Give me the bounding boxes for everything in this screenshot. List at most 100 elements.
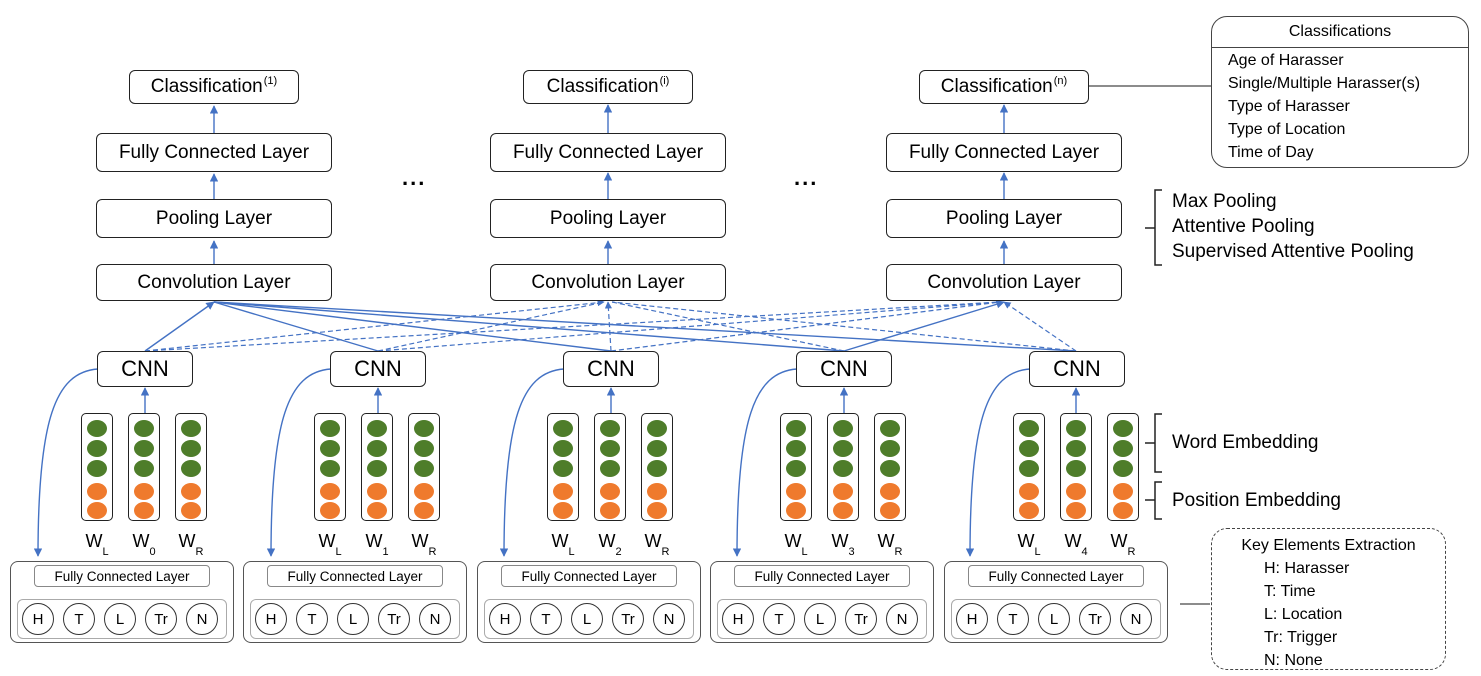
- position-embedding-dot: [786, 483, 806, 500]
- key-element-item: L: Location: [1264, 606, 1343, 623]
- word-embedding-dot: [87, 460, 107, 477]
- key-elements-panel-title: Key Elements Extraction: [1241, 537, 1416, 554]
- word-label-base: W: [598, 531, 616, 551]
- word-embedding-dot: [1066, 420, 1086, 437]
- word-label-sub: 2: [615, 545, 622, 558]
- word-embedding-dot: [553, 420, 573, 437]
- word-label-sub: 0: [149, 545, 156, 558]
- tag-circle: L: [804, 603, 836, 635]
- tag-circle: Tr: [1079, 603, 1111, 635]
- word-embedding-dot: [880, 420, 900, 437]
- position-embedding-dot: [1113, 483, 1133, 500]
- classification-item: Single/Multiple Harasser(s): [1228, 75, 1421, 92]
- pooling-option-max: Max Pooling: [1172, 191, 1277, 212]
- word-label: WL: [771, 531, 821, 558]
- position-embedding-dot: [414, 483, 434, 500]
- key-element-item: N: None: [1264, 652, 1323, 669]
- word-embedding-dot: [1019, 440, 1039, 457]
- embedding-vector: [361, 413, 393, 521]
- embedding-vector: [81, 413, 113, 521]
- word-embedding-dot: [367, 460, 387, 477]
- word-embedding-dot: [134, 460, 154, 477]
- fully-connected-layer-box: Fully Connected Layer: [490, 133, 726, 172]
- word-embedding-dot: [320, 440, 340, 457]
- word-embedding-dot: [1019, 460, 1039, 477]
- embedding-vector: [594, 413, 626, 521]
- word-embedding-dot: [600, 440, 620, 457]
- word-label: WL: [1004, 531, 1054, 558]
- word-embedding-dot: [880, 440, 900, 457]
- classification-item: Time of Day: [1228, 144, 1314, 161]
- word-embedding-label: Word Embedding: [1172, 432, 1319, 453]
- fully-connected-layer-small: Fully Connected Layer: [501, 565, 677, 587]
- classification-item: Age of Harasser: [1228, 52, 1344, 69]
- word-label-base: W: [784, 531, 802, 551]
- position-embedding-dot: [1066, 502, 1086, 519]
- word-label-base: W: [877, 531, 895, 551]
- position-embedding-dot: [87, 502, 107, 519]
- cnn-box: CNN: [796, 351, 892, 387]
- word-label-sub: L: [568, 545, 575, 558]
- fully-connected-layer-small: Fully Connected Layer: [968, 565, 1144, 587]
- classification-box: Classification(1): [129, 70, 299, 104]
- key-elements-panel: Key Elements Extraction H: Harasser T: T…: [1211, 528, 1446, 670]
- tag-circle: N: [1120, 603, 1152, 635]
- word-embedding-dot: [367, 440, 387, 457]
- word-embedding-dot: [600, 460, 620, 477]
- tag-circle: L: [337, 603, 369, 635]
- tag-circle: L: [571, 603, 603, 635]
- word-embedding-dot: [880, 460, 900, 477]
- word-label-sub: L: [1034, 545, 1041, 558]
- tag-circle: N: [886, 603, 918, 635]
- classification-index: (n): [1053, 75, 1068, 87]
- word-label-base: W: [831, 531, 849, 551]
- word-embedding-dot: [786, 460, 806, 477]
- position-embedding-dot: [181, 483, 201, 500]
- word-embedding-dot: [1019, 420, 1039, 437]
- word-label: W2: [585, 531, 635, 558]
- word-label: WR: [399, 531, 449, 558]
- word-label-sub: L: [335, 545, 342, 558]
- word-embedding-dot: [553, 460, 573, 477]
- word-label-sub: L: [801, 545, 808, 558]
- classification-index: (1): [263, 75, 278, 87]
- position-embedding-dot: [1019, 502, 1039, 519]
- position-embedding-dot: [786, 502, 806, 519]
- word-label-base: W: [365, 531, 383, 551]
- embedding-vector: [175, 413, 207, 521]
- word-label: WL: [72, 531, 122, 558]
- word-label-sub: 3: [848, 545, 855, 558]
- fully-connected-layer-box: Fully Connected Layer: [96, 133, 332, 172]
- position-embedding-dot: [87, 483, 107, 500]
- position-embedding-dot: [647, 502, 667, 519]
- word-embedding-dot: [1113, 420, 1133, 437]
- embedding-vector: [408, 413, 440, 521]
- embedding-vector: [1107, 413, 1139, 521]
- word-label-base: W: [1064, 531, 1082, 551]
- embedding-vector: [128, 413, 160, 521]
- word-label: WR: [166, 531, 216, 558]
- word-label: W1: [352, 531, 402, 558]
- word-label-base: W: [1017, 531, 1035, 551]
- word-label-sub: 1: [382, 545, 389, 558]
- word-label-sub: R: [661, 545, 670, 558]
- convolution-layer-box: Convolution Layer: [886, 264, 1122, 301]
- convolution-layer-box: Convolution Layer: [96, 264, 332, 301]
- word-label-base: W: [178, 531, 196, 551]
- fully-connected-layer-small: Fully Connected Layer: [734, 565, 910, 587]
- tag-circle: T: [530, 603, 562, 635]
- word-embedding-dot: [87, 420, 107, 437]
- position-embedding-dot: [553, 502, 573, 519]
- classification-item: Type of Harasser: [1228, 98, 1350, 115]
- position-embedding-dot: [1019, 483, 1039, 500]
- key-element-item: H: Harasser: [1264, 560, 1350, 577]
- position-embedding-dot: [367, 502, 387, 519]
- word-label: WL: [305, 531, 355, 558]
- tag-circle: H: [722, 603, 754, 635]
- panel-divider: [1212, 47, 1468, 48]
- word-embedding-dot: [786, 440, 806, 457]
- position-embedding-dot: [1113, 502, 1133, 519]
